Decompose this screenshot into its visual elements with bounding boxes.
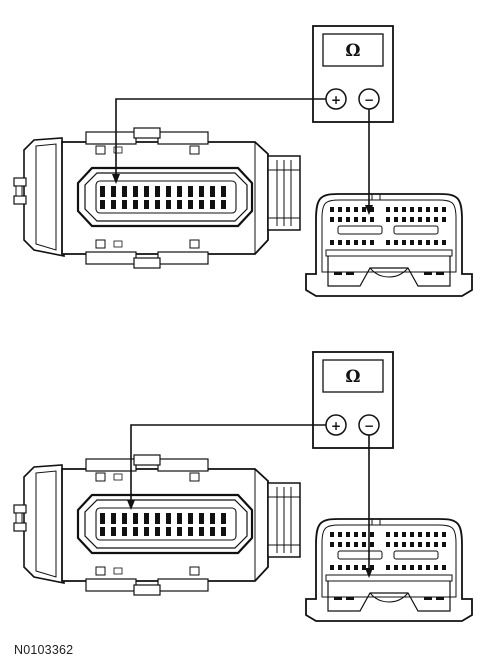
- ohm-symbol: Ω: [345, 367, 360, 387]
- component-connector: [305, 518, 473, 622]
- ohm-symbol: Ω: [345, 41, 360, 61]
- positive-probe-tip: [112, 174, 120, 184]
- figure-id: N0103362: [14, 643, 74, 657]
- positive-probe-tip: [127, 500, 135, 510]
- panel-1: Ω + −: [12, 25, 473, 297]
- positive-test-lead: [115, 98, 326, 180]
- test-leads: [130, 424, 370, 575]
- negative-terminal-label: −: [364, 419, 374, 433]
- probe-tips: [112, 174, 373, 215]
- test-leads: [115, 98, 370, 212]
- meter-display: [322, 359, 384, 393]
- positive-test-lead: [130, 424, 326, 506]
- negative-probe-tip: [365, 568, 373, 578]
- positive-terminal-label: +: [331, 419, 341, 433]
- ohmmeter: Ω + −: [312, 25, 394, 123]
- panel-2: Ω + −: [12, 351, 473, 622]
- negative-terminal-label: −: [364, 93, 374, 107]
- positive-terminal-label: +: [331, 93, 341, 107]
- meter-display: [322, 33, 384, 67]
- probe-tips: [127, 500, 373, 578]
- harness-connector: [12, 453, 302, 597]
- negative-probe-tip: [365, 205, 373, 215]
- harness-connector: [12, 126, 302, 270]
- ohmmeter: Ω + −: [312, 351, 394, 449]
- component-connector: [305, 193, 473, 297]
